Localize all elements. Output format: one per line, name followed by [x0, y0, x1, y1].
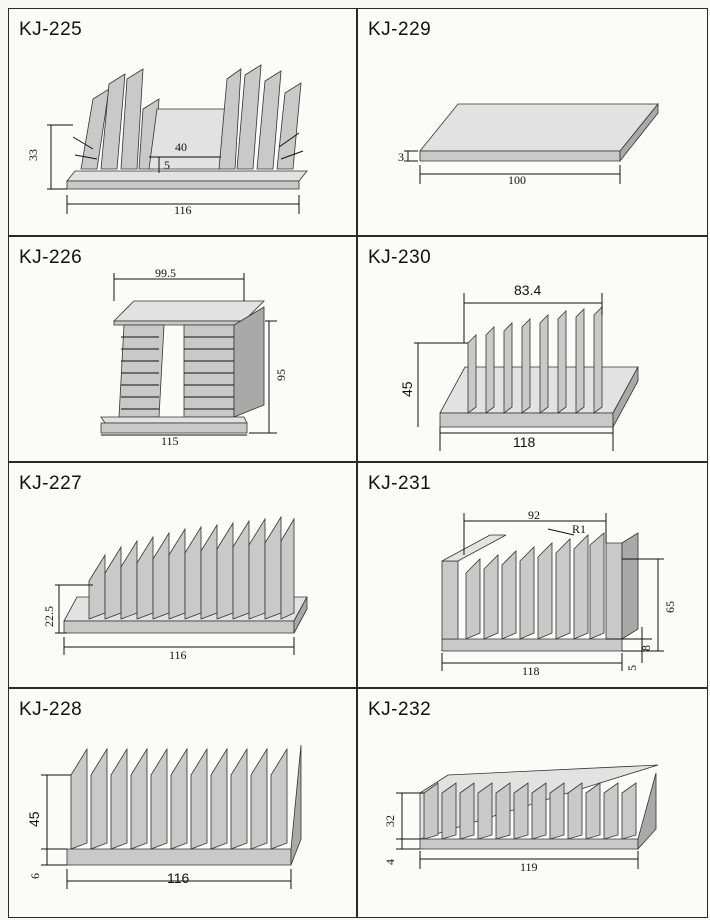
dim-height: 22.5: [42, 606, 56, 627]
dim-top-width: 83.4: [514, 282, 541, 298]
dim-height: 65: [663, 601, 677, 613]
heatsink-body: [100, 300, 265, 434]
dim-height: 45: [399, 381, 415, 397]
product-cell-kj-225: KJ-225: [8, 8, 357, 236]
model-label: KJ-225: [19, 19, 83, 40]
product-cell-kj-229: KJ-229 3 100: [357, 8, 708, 236]
heatsink-drawing: 99.5 115 95: [100, 266, 288, 448]
dim-base: 6: [28, 873, 42, 879]
dim-top-width: 99.5: [155, 266, 176, 280]
product-cell-kj-230: KJ-230: [357, 236, 708, 462]
model-label: KJ-226: [19, 247, 83, 268]
dim-height: 45: [26, 811, 42, 827]
heatsink-drawing: 22.5 116: [42, 515, 308, 662]
model-label: KJ-230: [368, 247, 432, 268]
heatsink-drawing: 83.4 45 118: [399, 282, 639, 451]
plate-drawing: 3 100: [398, 102, 659, 187]
dim-base-small: 8: [639, 645, 653, 651]
dim-radius: R1: [572, 522, 586, 536]
dim-width: 100: [508, 173, 526, 187]
dimension-lines: [404, 150, 621, 184]
product-cell-kj-227: KJ-227: [8, 462, 357, 688]
product-cell-kj-231: KJ-231: [357, 462, 708, 688]
dimension-lines: [55, 584, 295, 655]
dim-base-width: 118: [522, 664, 540, 678]
dim-base-width: 115: [161, 434, 179, 448]
dim-height: 33: [26, 149, 40, 161]
product-cell-kj-226: KJ-226 99.5: [8, 236, 357, 462]
dim-base-width: 118: [513, 434, 536, 450]
dim-height: 32: [383, 815, 397, 827]
dim-inner-width: 40: [175, 140, 187, 154]
heatsink-body: [439, 306, 639, 428]
model-label: KJ-227: [19, 473, 83, 494]
product-cell-kj-232: KJ-232: [357, 688, 708, 918]
dim-height: 95: [274, 369, 288, 381]
heatsink-drawing: 45 6 116: [26, 744, 302, 889]
dim-base: 4: [383, 859, 397, 865]
product-grid: KJ-225: [8, 8, 708, 918]
model-label: KJ-231: [368, 473, 432, 494]
dim-width: 119: [520, 860, 538, 874]
heatsink-body: [419, 764, 659, 851]
product-cell-kj-228: KJ-228: [8, 688, 357, 918]
model-label: KJ-232: [368, 699, 432, 720]
dimension-lines: [414, 293, 614, 451]
dim-top-width: 92: [528, 508, 540, 522]
dimension-lines: [41, 774, 292, 889]
heatsink-drawing: 92 R1 65 118 8 5: [441, 508, 677, 678]
dim-width: 116: [174, 203, 192, 217]
dim-width: 116: [169, 648, 187, 662]
dim-height: 3: [398, 150, 404, 164]
dim-gap: 5: [164, 158, 170, 172]
heatsink-drawing: 32 4 119: [383, 764, 659, 874]
dimension-lines: [441, 513, 664, 671]
heatsink-body: [66, 64, 308, 190]
dimension-lines: [47, 124, 300, 214]
heatsink-body: [66, 744, 302, 866]
dimension-lines: [101, 273, 277, 436]
heatsink-body: [441, 532, 639, 652]
heatsink-drawing: 33 116 40 5: [26, 64, 308, 217]
model-label: KJ-229: [368, 19, 432, 40]
dim-base-thick: 5: [625, 665, 639, 671]
dimension-lines: [396, 792, 639, 869]
model-label: KJ-228: [19, 699, 83, 720]
dim-width: 116: [167, 870, 190, 886]
heatsink-body: [63, 515, 308, 634]
